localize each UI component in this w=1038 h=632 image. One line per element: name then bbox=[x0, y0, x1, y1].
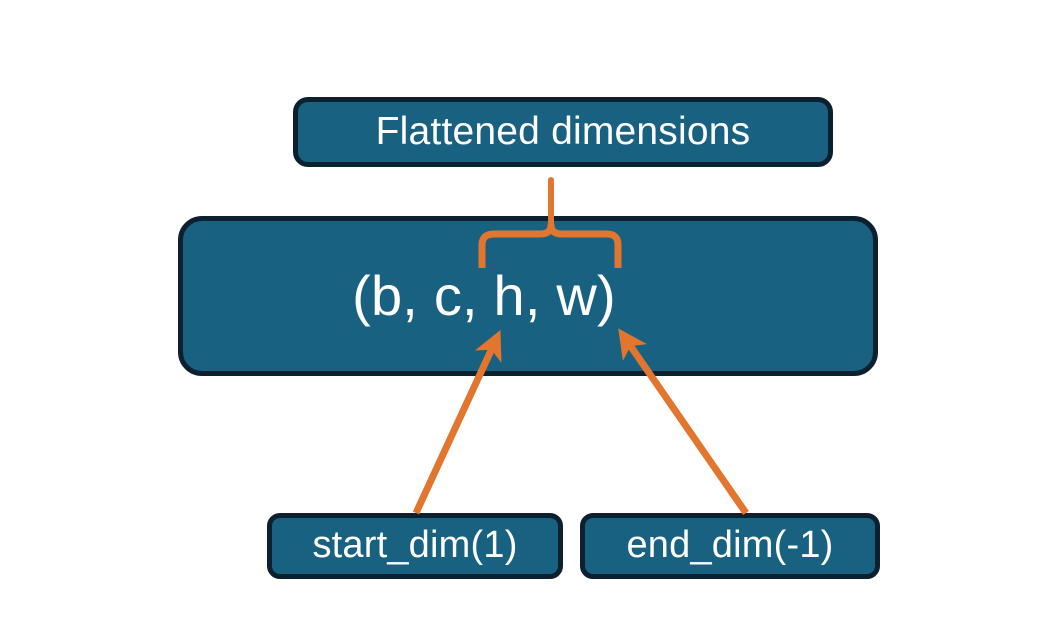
node-end-dim[interactable]: end_dim(-1) bbox=[580, 513, 880, 579]
node-end-dim-label: end_dim(-1) bbox=[626, 524, 834, 567]
node-flattened-dimensions-label: Flattened dimensions bbox=[375, 109, 751, 153]
node-start-dim-label: start_dim(1) bbox=[312, 524, 518, 567]
node-tensor-shape-label: (b, c, h, w) bbox=[352, 263, 616, 327]
node-tensor-shape[interactable]: (b, c, h, w) bbox=[178, 216, 878, 376]
node-start-dim[interactable]: start_dim(1) bbox=[267, 513, 563, 579]
node-flattened-dimensions[interactable]: Flattened dimensions bbox=[293, 97, 833, 167]
